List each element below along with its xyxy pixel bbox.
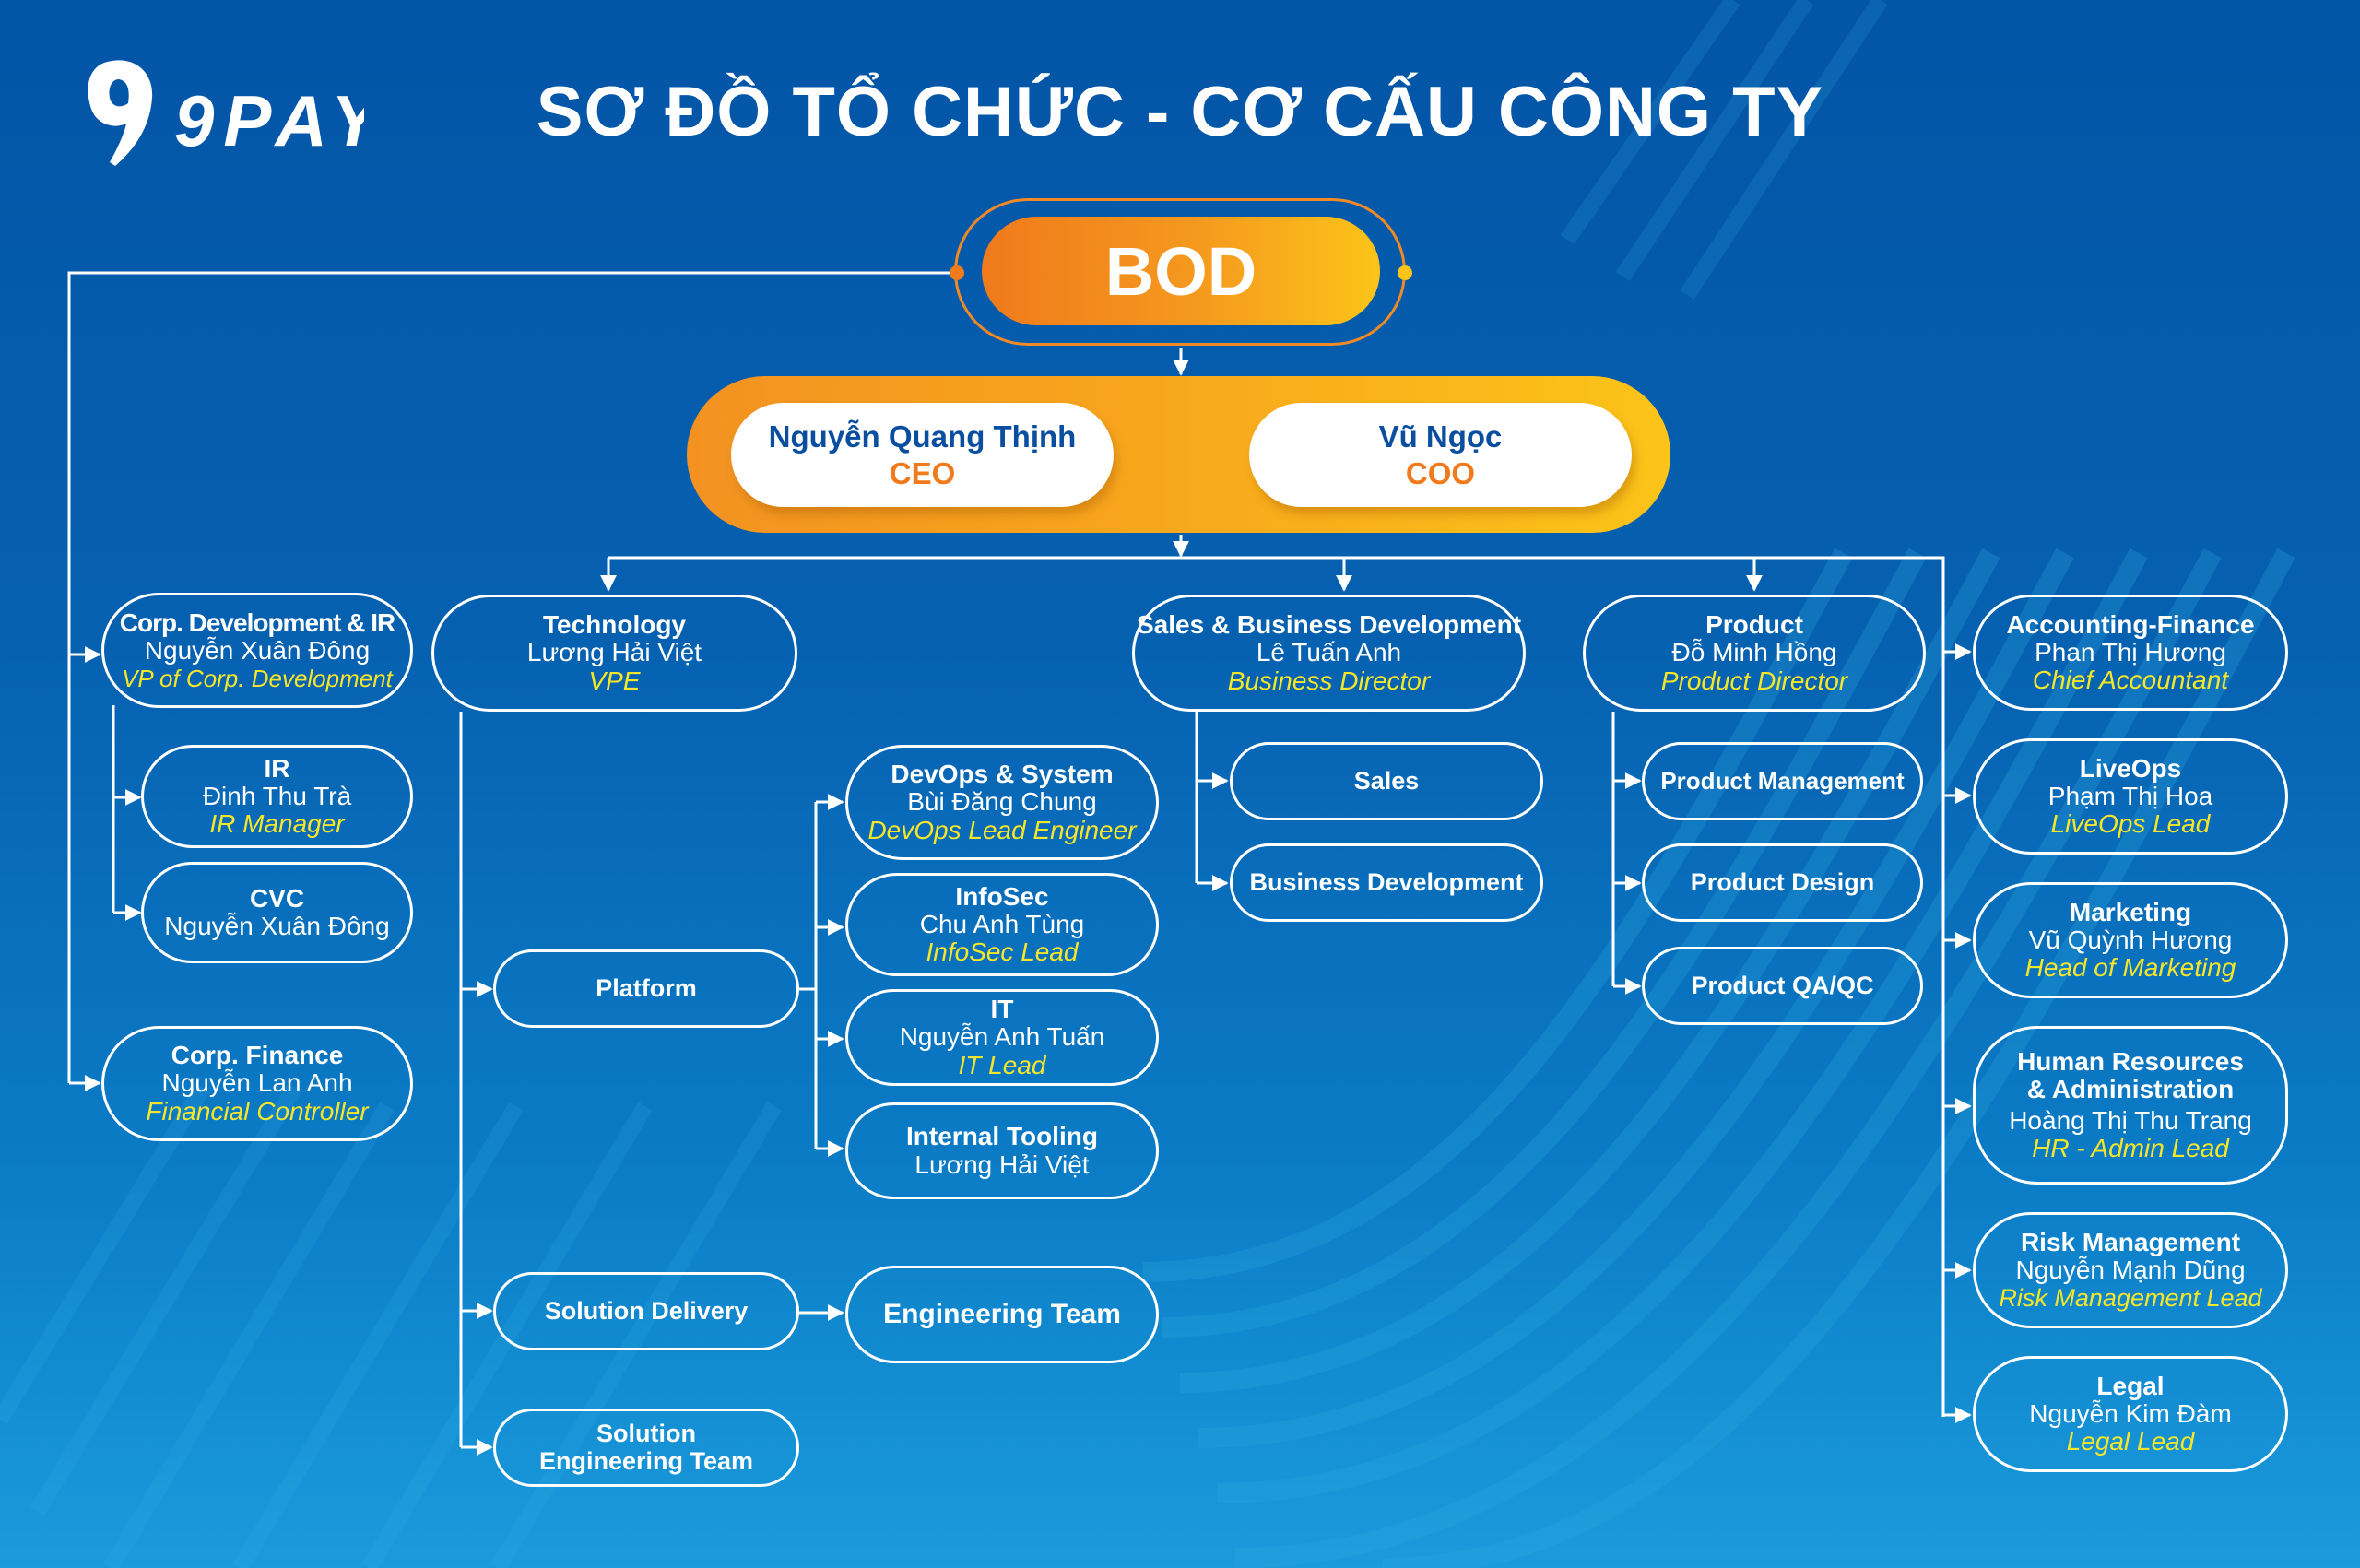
ceo-name: Nguyễn Quang Thịnh	[768, 419, 1077, 454]
coo-role: COO	[1405, 455, 1476, 490]
page-title: SƠ ĐỒ TỔ CHỨC - CƠ CẤU CÔNG TY	[536, 73, 1824, 151]
ir-node[interactable]: IR Đinh Thu Trà IR Manager	[141, 745, 413, 848]
marketing-node[interactable]: Marketing Vũ Quỳnh Hương Head of Marketi…	[1973, 882, 2288, 998]
ceo-role: CEO	[889, 455, 956, 490]
engineering-team-node[interactable]: Engineering Team	[845, 1266, 1159, 1363]
bod-node[interactable]: BOD	[982, 217, 1380, 325]
legal-node[interactable]: Legal Nguyễn Kim Đàm Legal Lead	[1973, 1356, 2288, 1472]
coo-name: Vũ Ngọc	[1378, 419, 1503, 454]
solution-delivery-node[interactable]: Solution Delivery	[493, 1272, 799, 1350]
business-development-node[interactable]: Business Development	[1230, 843, 1543, 922]
platform-node[interactable]: Platform	[493, 949, 799, 1028]
connector-dot-right	[1398, 265, 1412, 280]
product-management-node[interactable]: Product Management	[1642, 742, 1923, 820]
solution-engineering-node[interactable]: Solution Engineering Team	[493, 1409, 799, 1487]
it-node[interactable]: IT Nguyễn Anh Tuấn IT Lead	[845, 989, 1159, 1086]
connector-dot-left	[950, 265, 964, 280]
infosec-node[interactable]: InfoSec Chu Anh Tùng InfoSec Lead	[845, 873, 1159, 976]
product-node[interactable]: Product Đỗ Minh Hồng Product Director	[1583, 595, 1926, 712]
accounting-finance-node[interactable]: Accounting-Finance Phan Thị Hương Chief …	[1973, 595, 2288, 711]
cvc-node[interactable]: CVC Nguyễn Xuân Đông	[141, 862, 413, 963]
9pay-logo: 9PAY	[78, 53, 379, 169]
corp-finance-node[interactable]: Corp. Finance Nguyễn Lan Anh Financial C…	[101, 1026, 413, 1141]
sales-node[interactable]: Sales	[1230, 742, 1543, 820]
liveops-node[interactable]: LiveOps Phạm Thị Hoa LiveOps Lead	[1973, 738, 2288, 855]
ceo-node[interactable]: Nguyễn Quang Thịnh CEO	[731, 403, 1114, 507]
product-qa-qc-node[interactable]: Product QA/QC	[1642, 947, 1923, 1025]
hr-admin-node[interactable]: Human Resources & Administration Hoàng T…	[1973, 1026, 2288, 1185]
sales-bd-node[interactable]: Sales & Business Development Lê Tuấn Anh…	[1132, 595, 1526, 712]
coo-node[interactable]: Vũ Ngọc COO	[1249, 403, 1632, 507]
svg-text:9PAY: 9PAY	[174, 80, 364, 161]
product-design-node[interactable]: Product Design	[1642, 843, 1923, 922]
internal-tooling-node[interactable]: Internal Tooling Lương Hải Việt	[845, 1102, 1159, 1199]
technology-node[interactable]: Technology Lương Hải Việt VPE	[431, 595, 797, 712]
risk-management-node[interactable]: Risk Management Nguyễn Mạnh Dũng Risk Ma…	[1973, 1212, 2288, 1328]
corp-development-node[interactable]: Corp. Development & IR Nguyễn Xuân Đông …	[101, 593, 413, 708]
devops-node[interactable]: DevOps & System Bùi Đăng Chung DevOps Le…	[845, 745, 1159, 860]
